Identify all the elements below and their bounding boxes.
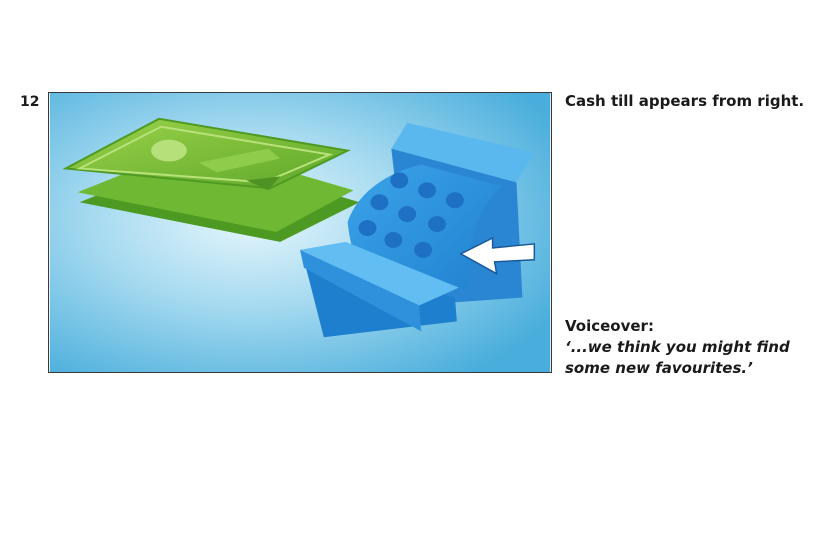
voiceover-line: some new favourites.’: [565, 359, 753, 377]
cash-register-icon: [300, 122, 535, 338]
arrow-left-icon: [459, 236, 536, 276]
voiceover-label: Voiceover:: [565, 317, 654, 335]
scene-direction: Cash till appears from right.: [565, 92, 805, 110]
banknotes-icon: [62, 117, 360, 242]
storyboard-panel: [48, 92, 552, 373]
voiceover-line: ‘...we think you might find: [565, 338, 790, 356]
frame-number: 12: [20, 94, 40, 110]
panel-illustration: [49, 93, 551, 372]
